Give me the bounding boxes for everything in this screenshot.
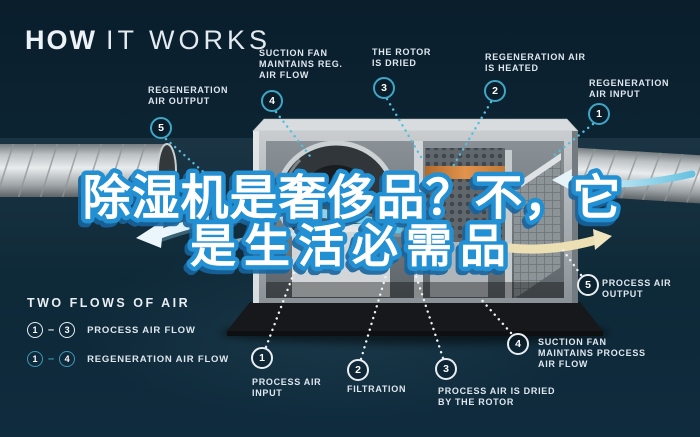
badge-process-1: 1: [251, 347, 273, 369]
left-duct: [0, 143, 177, 198]
machine-base: [227, 302, 603, 336]
callout-process-output: PROCESS AIR OUTPUT: [602, 278, 672, 299]
badge-process-3: 3: [435, 358, 457, 380]
legend-dash-regen: –: [48, 353, 55, 365]
callout-rotor-dried: THE ROTOR IS DRIED: [372, 47, 432, 68]
headline-line2: 是生活必需品: [190, 220, 514, 272]
process-leader-lines: [264, 244, 583, 361]
callout-suction-fan-reg: SUCTION FAN MAINTAINS REG. AIR FLOW: [259, 48, 343, 80]
legend-circle-process-to: 3: [59, 322, 76, 338]
legend-circle-regen-from: 1: [27, 351, 43, 367]
callout-suction-fan-process: SUCTION FAN MAINTAINS PROCESS AIR FLOW: [538, 337, 646, 369]
callout-regeneration-air-output: REGENERATION AIR OUTPUT: [148, 85, 229, 106]
legend-heading: TWO FLOWS OF AIR: [27, 296, 191, 310]
legend-row-process: 1 – 3 PROCESS AIR FLOW: [27, 322, 229, 338]
callout-regeneration-heated: REGENERATION AIR IS HEATED: [485, 52, 586, 73]
callout-filtration: FILTRATION: [347, 384, 407, 394]
legend-label-regen: REGENERATION AIR FLOW: [87, 353, 230, 365]
badge-regeneration-4: 4: [261, 90, 283, 112]
badge-regeneration-1: 1: [588, 103, 610, 125]
callout-process-dried: PROCESS AIR IS DRIED BY THE ROTOR: [438, 386, 556, 407]
regeneration-leader-lines: [164, 97, 595, 178]
regeneration-flow-arrow: [136, 203, 406, 249]
badge-process-4: 4: [507, 333, 529, 355]
badge-process-5: 5: [577, 274, 599, 296]
legend-circle-regen-to: 4: [59, 351, 76, 367]
legend-label-process: PROCESS AIR FLOW: [87, 324, 196, 336]
headline-line1: 除湿机是奢侈品？不，它: [82, 172, 621, 225]
badge-regeneration-3: 3: [373, 77, 395, 99]
legend-row-regeneration: 1 – 4 REGENERATION AIR FLOW: [27, 351, 229, 367]
callout-regeneration-input: REGENERATION AIR INPUT: [589, 78, 670, 99]
legend-circle-process-from: 1: [27, 322, 43, 338]
legend-two-flows: TWO FLOWS OF AIR 1 – 3 PROCESS AIR FLOW …: [27, 296, 229, 380]
regeneration-input-arrow: [552, 169, 696, 190]
badge-process-2: 2: [347, 359, 369, 381]
title-bold: HOW: [25, 25, 97, 55]
title-light: IT WORKS: [105, 25, 271, 55]
badge-regeneration-5: 5: [150, 117, 172, 139]
page-title: HOW IT WORKS: [25, 25, 271, 56]
legend-dash-process: –: [48, 324, 55, 336]
process-output-arrow: [467, 229, 612, 254]
badge-regeneration-2: 2: [484, 80, 506, 102]
callout-process-input: PROCESS AIR INPUT: [252, 377, 322, 398]
machine-body: [252, 118, 579, 303]
